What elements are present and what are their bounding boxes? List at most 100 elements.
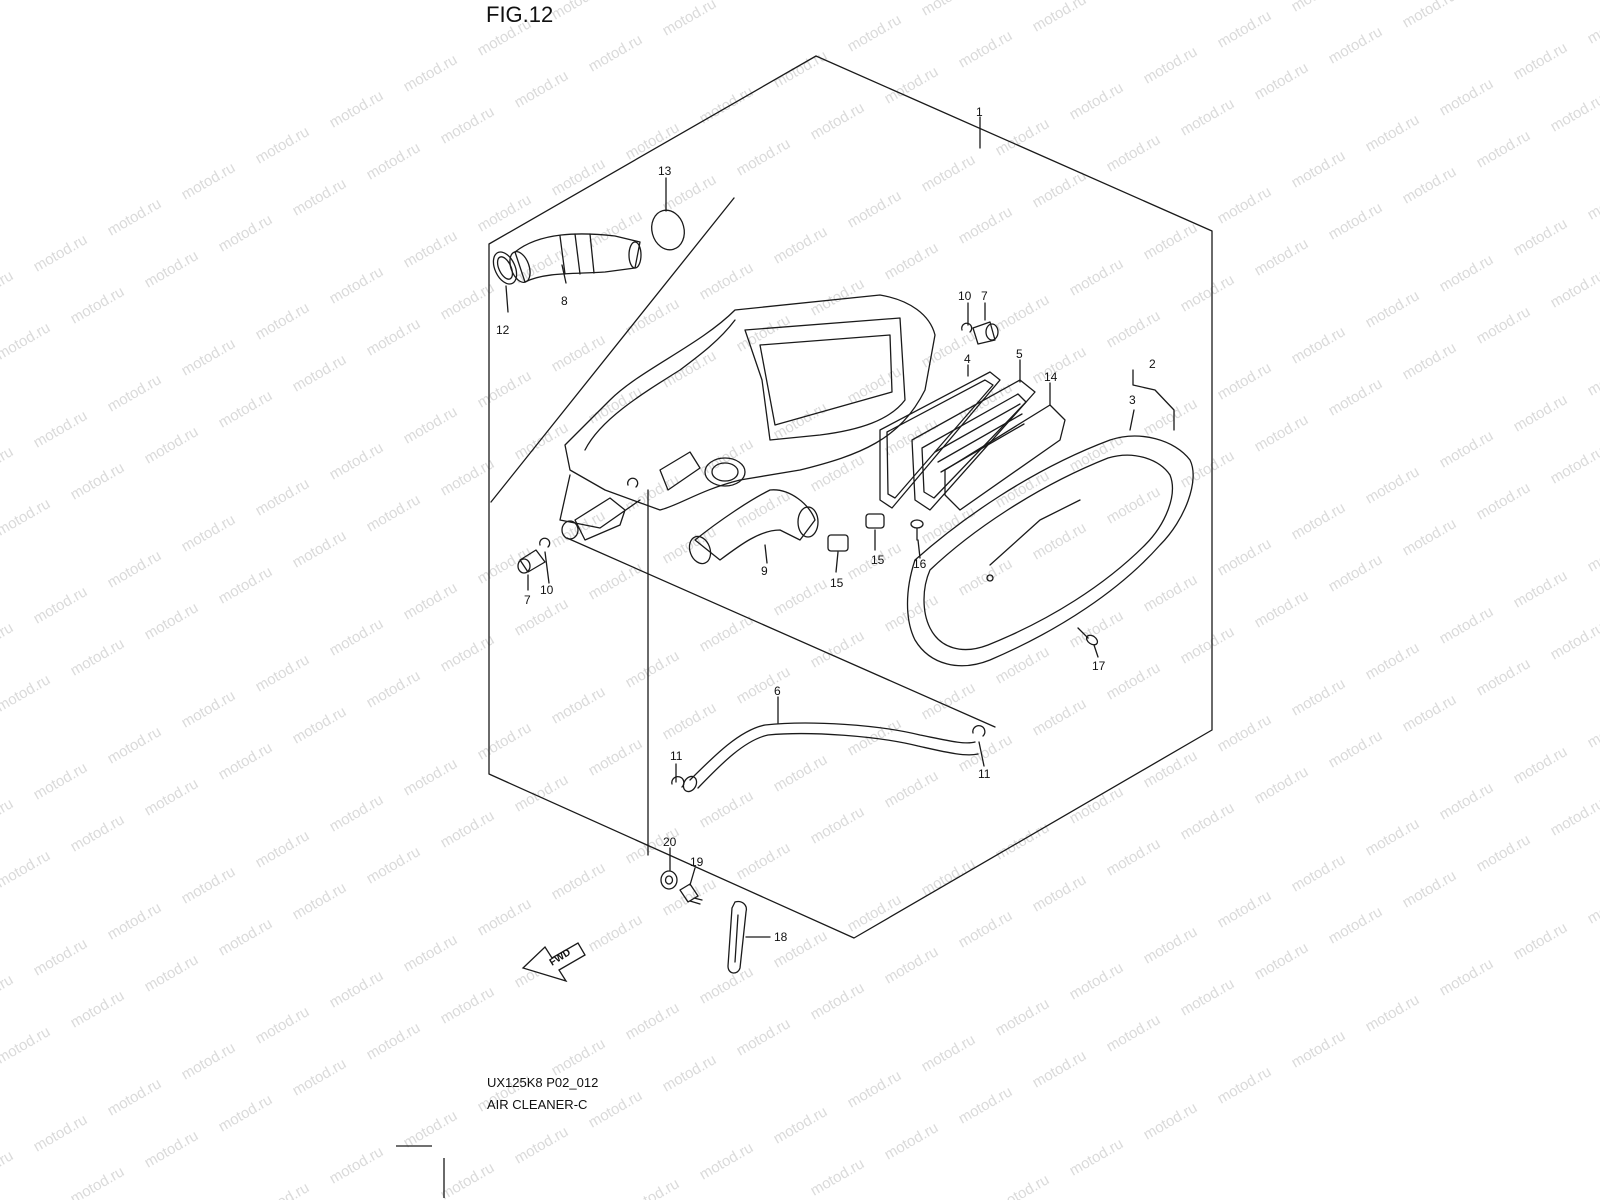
watermark-text: motod.ru [216, 739, 276, 783]
watermark-text: motod.ru [808, 979, 868, 1023]
watermark-text: motod.ru [1437, 955, 1497, 999]
watermark-text: motod.ru [734, 311, 794, 355]
watermark-text: motod.ru [0, 971, 16, 1015]
watermark-text: motod.ru [993, 995, 1053, 1039]
callout-15-lower: 15 [830, 576, 844, 590]
watermark-text: motod.ru [919, 679, 979, 723]
watermark-text: motod.ru [808, 627, 868, 671]
watermark-text: motod.ru [1400, 515, 1460, 559]
watermark-text: motod.ru [0, 443, 16, 487]
watermark-text: motod.ru [142, 951, 202, 995]
callout-1: 1 [976, 105, 983, 119]
watermark-text: motod.ru [364, 667, 424, 711]
watermark-text: motod.ru [697, 787, 757, 831]
watermark-text: motod.ru [1289, 851, 1349, 895]
watermark-text: motod.ru [1289, 323, 1349, 367]
watermark-text: motod.ru [586, 559, 646, 603]
part-16-screw [910, 519, 924, 541]
air-cleaner-case [559, 294, 936, 529]
callout-leaders [505, 116, 1175, 938]
watermark-text: motod.ru [1326, 199, 1386, 243]
part-20-washer [660, 870, 678, 890]
watermark-text: motod.ru [142, 423, 202, 467]
watermark-text: motod.ru [179, 687, 239, 731]
part-13-o-ring [651, 209, 685, 251]
callout-11-right: 11 [978, 767, 991, 781]
watermark-text: motod.ru [549, 331, 609, 375]
watermark-text: motod.ru [1548, 443, 1600, 487]
watermark-text: motod.ru [1437, 427, 1497, 471]
watermark-text: motod.ru [179, 335, 239, 379]
watermark-text: motod.ru [1178, 447, 1238, 491]
watermark-text: motod.ru [1585, 355, 1600, 399]
watermark-text: motod.ru [623, 295, 683, 339]
watermark-text: motod.ru [1363, 111, 1423, 155]
watermark-text: motod.ru [1104, 131, 1164, 175]
watermark-text: motod.ru [142, 1127, 202, 1171]
part-8-intake-duct [509, 233, 642, 283]
watermark-text: motod.ru [1511, 39, 1571, 83]
watermark-text: motod.ru [179, 159, 239, 203]
callout-2: 2 [1149, 357, 1156, 371]
watermark-text: motod.ru [1400, 339, 1460, 383]
watermark-text: motod.ru [364, 315, 424, 359]
watermark-text: motod.ru [290, 703, 350, 747]
watermark-text: motod.ru [1067, 783, 1127, 827]
watermark-text: motod.ru [31, 759, 91, 803]
part-9-duct [688, 489, 819, 565]
watermark-text: motod.ru [512, 419, 572, 463]
watermark-text: motod.ru [179, 863, 239, 907]
watermark-text: motod.ru [0, 847, 53, 891]
watermark-text: motod.ru [993, 819, 1053, 863]
watermark-text: motod.ru [1215, 1063, 1275, 1107]
watermark-text: motod.ru [1474, 655, 1534, 699]
watermark-text: motod.ru [327, 791, 387, 835]
watermark-text: motod.ru [327, 1143, 387, 1187]
watermark-text: motod.ru [1104, 307, 1164, 351]
watermark-text: motod.ru [1400, 163, 1460, 207]
watermark-text: motod.ru [1400, 691, 1460, 735]
watermark-text: motod.ru [327, 615, 387, 659]
callout-3: 3 [1129, 393, 1136, 407]
part-18-strap [727, 900, 748, 974]
watermark-text: motod.ru [882, 415, 942, 459]
watermark-text: motod.ru [1030, 343, 1090, 387]
watermark-text: motod.ru [512, 1123, 572, 1167]
watermark-text: motod.ru [1363, 815, 1423, 859]
watermark-text: motod.ru [1141, 923, 1201, 967]
watermark-text: motod.ru [0, 671, 53, 715]
watermark-text: motod.ru [1178, 95, 1238, 139]
watermark-text: motod.ru [105, 899, 165, 943]
watermark-text: motod.ru [1548, 795, 1600, 839]
callout-10-left: 10 [540, 583, 554, 597]
watermark-text: motod.ru [1141, 219, 1201, 263]
watermark-text: motod.ru [1215, 535, 1275, 579]
watermark-text: motod.ru [31, 583, 91, 627]
watermark-text: motod.ru [1585, 531, 1600, 575]
watermark-text: motod.ru [364, 491, 424, 535]
watermark-text: motod.ru [1363, 287, 1423, 331]
watermark-text: motod.ru [1178, 975, 1238, 1019]
watermark-text: motod.ru [290, 1055, 350, 1099]
diagram-name: AIR CLEANER-C [487, 1097, 588, 1112]
watermark-text: motod.ru [1437, 75, 1497, 119]
watermark-text: motod.ru [1437, 251, 1497, 295]
watermark-text: motod.ru [919, 0, 979, 19]
watermark-text: motod.ru [956, 907, 1016, 951]
watermark-text: motod.ru [1252, 587, 1312, 631]
watermark-text: motod.ru [68, 635, 128, 679]
watermark-text: motod.ru [1585, 179, 1600, 223]
watermark-text: motod.ru [586, 1087, 646, 1131]
watermark-text: motod.ru [623, 1175, 683, 1200]
watermark-text: motod.ru [253, 1003, 313, 1047]
part-2-cover [906, 435, 1194, 667]
watermark-text: motod.ru [586, 31, 646, 75]
watermark-text: motod.ru [734, 0, 794, 3]
watermark-text: motod.ru [475, 367, 535, 411]
watermark-text: motod.ru [512, 771, 572, 815]
watermark-text: motod.ru [549, 859, 609, 903]
watermark-text: motod.ru [31, 1111, 91, 1155]
watermark-text: motod.ru [919, 503, 979, 547]
